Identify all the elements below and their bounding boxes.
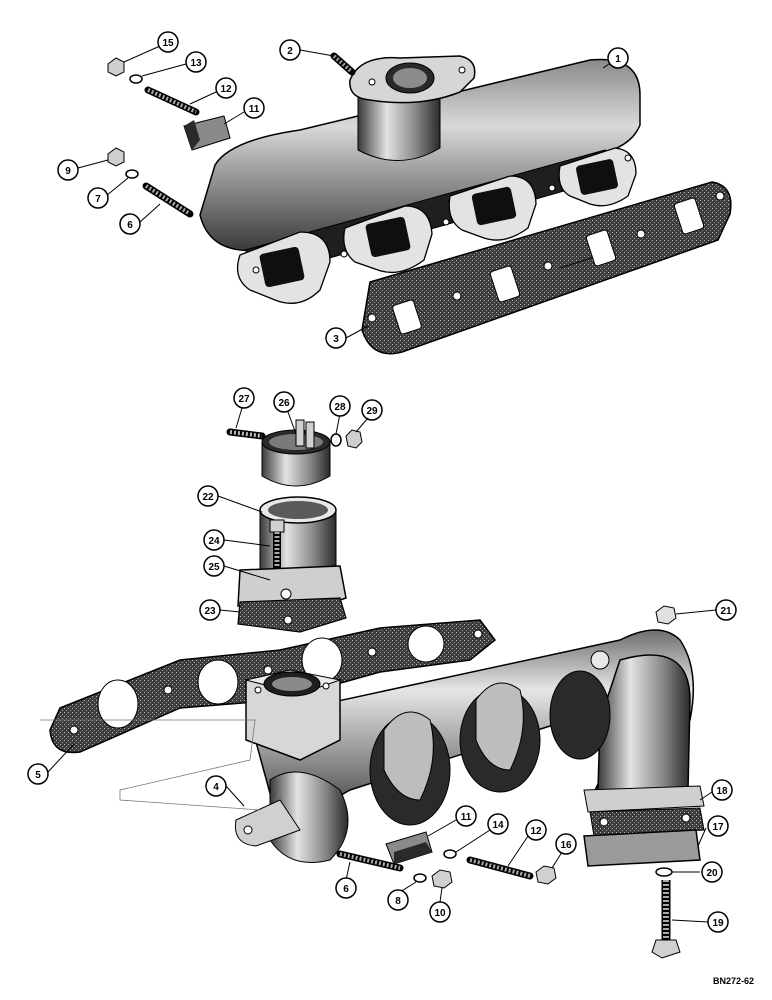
svg-text:13: 13 <box>190 58 202 69</box>
callout-8: 8 <box>387 881 417 911</box>
svg-text:19: 19 <box>712 918 724 929</box>
svg-text:12: 12 <box>530 826 542 837</box>
callout-26: 26 <box>273 391 297 435</box>
callout-5: 5 <box>27 743 75 785</box>
callout-13: 13 <box>141 51 207 77</box>
svg-text:16: 16 <box>560 840 572 851</box>
svg-text:11: 11 <box>461 812 472 823</box>
callout-19: 19 <box>671 911 729 933</box>
callout-14: 14 <box>455 813 509 853</box>
callout-7: 7 <box>87 177 129 209</box>
callout-2: 2 <box>279 39 335 61</box>
svg-text:15: 15 <box>162 38 174 49</box>
svg-text:14: 14 <box>492 820 504 831</box>
svg-text:5: 5 <box>35 770 41 781</box>
callout-17: 17 <box>697 815 729 847</box>
callout-3: 3 <box>325 325 369 349</box>
callout-10: 10 <box>429 887 451 923</box>
svg-text:2: 2 <box>287 46 293 57</box>
svg-text:12: 12 <box>220 84 232 95</box>
callout-16: 16 <box>551 833 577 869</box>
svg-text:6: 6 <box>343 884 349 895</box>
svg-text:10: 10 <box>434 908 446 919</box>
lower-hardware <box>336 605 681 959</box>
svg-text:21: 21 <box>720 606 732 617</box>
callout-12-lower: 12 <box>507 819 547 867</box>
svg-text:11: 11 <box>249 104 260 115</box>
callout-12-upper: 12 <box>189 77 237 105</box>
svg-text:9: 9 <box>65 166 71 177</box>
callout-25: 25 <box>203 555 271 581</box>
callout-11-lower: 11 <box>427 805 477 837</box>
svg-text:22: 22 <box>202 492 214 503</box>
manifold-body-upper <box>199 55 641 304</box>
callout-24: 24 <box>203 529 271 551</box>
svg-text:23: 23 <box>204 606 216 617</box>
callout-22: 22 <box>197 485 263 513</box>
svg-text:24: 24 <box>208 536 220 547</box>
exhaust-manifold-lower <box>40 605 705 959</box>
svg-text:28: 28 <box>334 402 346 413</box>
svg-text:29: 29 <box>366 406 378 417</box>
intake-manifold-upper <box>107 52 732 355</box>
callout-11-upper: 11 <box>223 97 265 125</box>
svg-text:20: 20 <box>706 868 718 879</box>
svg-text:26: 26 <box>278 398 290 409</box>
callout-6-lower: 6 <box>335 861 357 899</box>
manifold-gasket-upper <box>361 181 732 355</box>
callout-15: 15 <box>123 31 179 63</box>
callouts: 1 2 3 4 5 6 6 <box>27 31 737 933</box>
svg-text:4: 4 <box>213 782 219 793</box>
svg-text:17: 17 <box>712 822 724 833</box>
callout-28: 28 <box>329 395 351 435</box>
callout-23: 23 <box>199 599 241 621</box>
svg-text:18: 18 <box>716 786 728 797</box>
upper-hardware <box>107 52 356 218</box>
callout-1: 1 <box>602 47 629 69</box>
svg-text:25: 25 <box>208 562 220 573</box>
callout-20: 20 <box>672 861 723 883</box>
riser-adapter-assembly <box>226 419 363 633</box>
svg-text:8: 8 <box>395 896 401 907</box>
svg-text:27: 27 <box>238 394 250 405</box>
manifold-body-lower <box>234 629 705 867</box>
svg-text:6: 6 <box>127 220 133 231</box>
svg-text:3: 3 <box>333 334 339 345</box>
callout-21: 21 <box>675 599 737 621</box>
callout-27: 27 <box>233 387 255 429</box>
figure-code: BN272-62 <box>712 976 754 986</box>
callout-29: 29 <box>355 399 383 433</box>
callout-6-upper: 6 <box>119 203 161 235</box>
callout-18: 18 <box>699 779 733 801</box>
svg-text:7: 7 <box>95 194 101 205</box>
svg-text:1: 1 <box>615 54 621 65</box>
callout-9: 9 <box>57 159 109 181</box>
callout-4: 4 <box>205 775 245 807</box>
